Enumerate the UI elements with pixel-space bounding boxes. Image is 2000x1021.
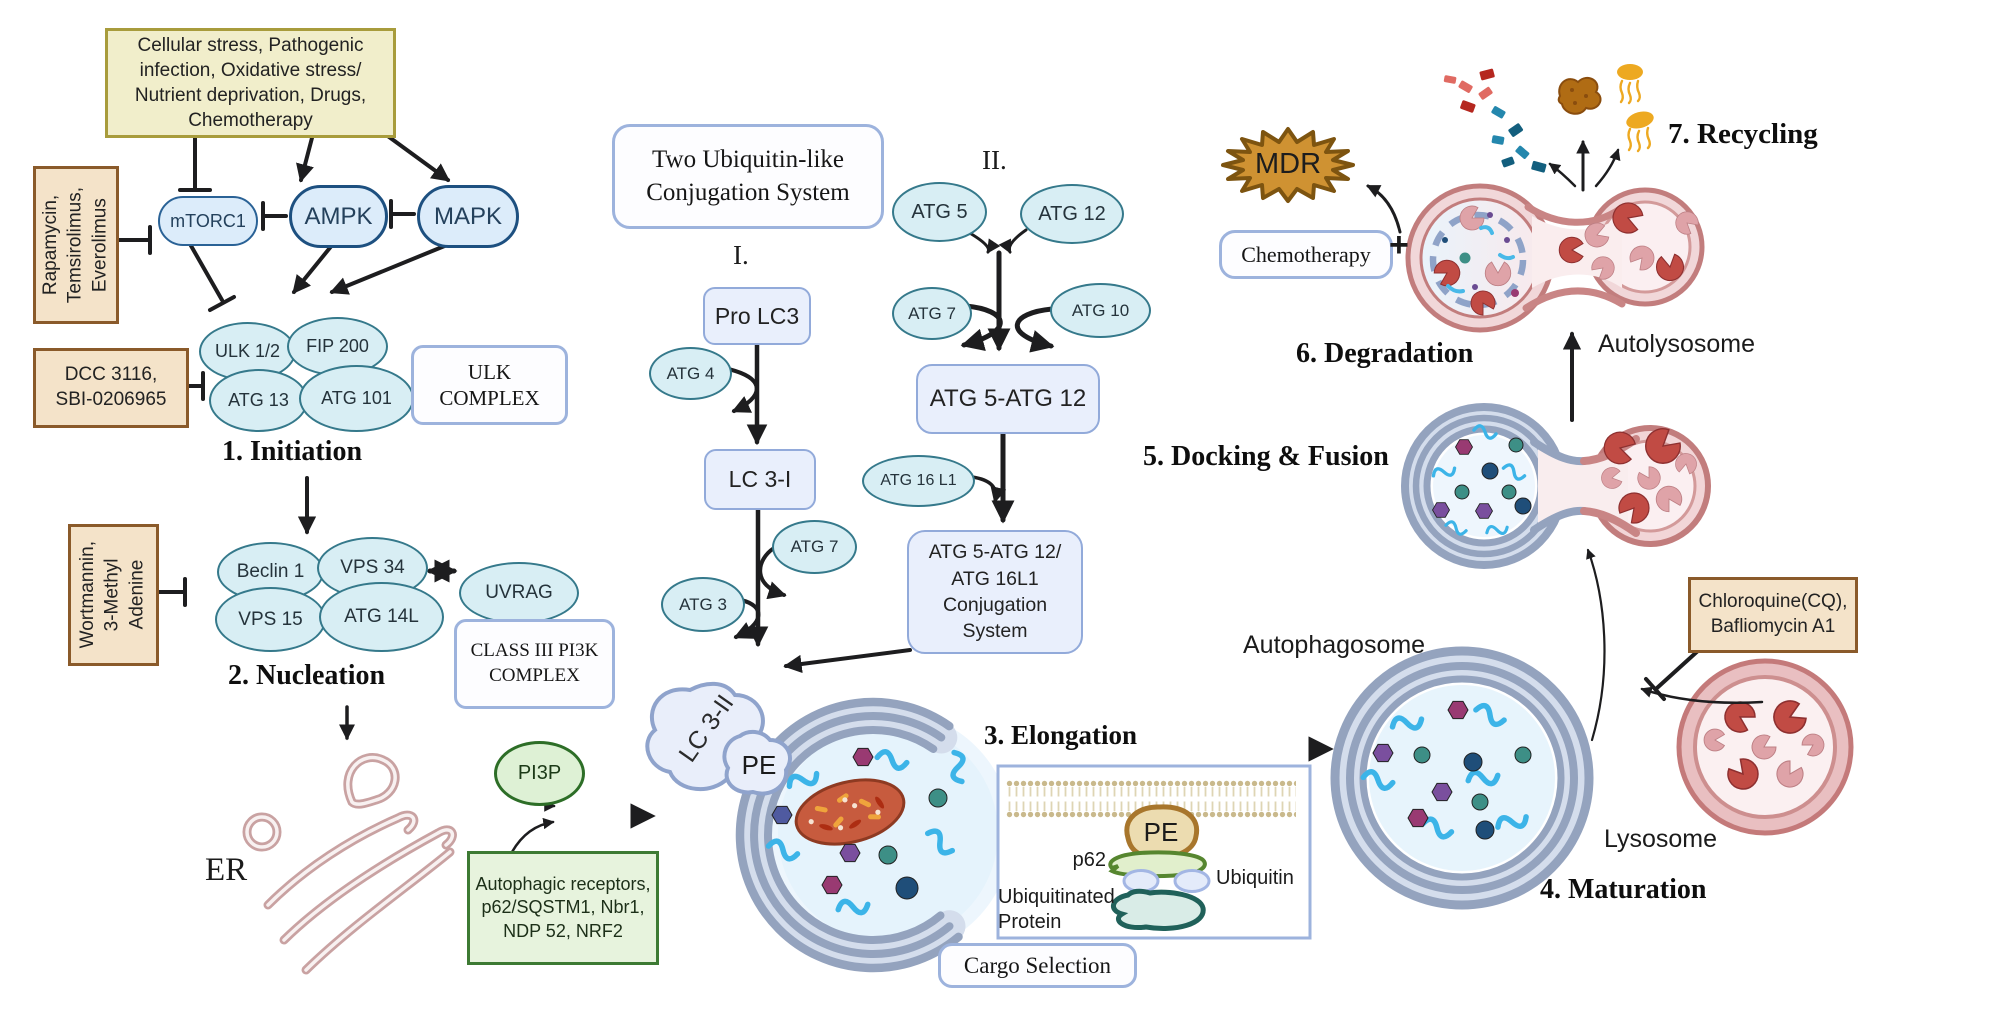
class3-pi3k-box: CLASS III PI3K COMPLEX (454, 619, 615, 709)
cargo-selection-inset (996, 764, 1312, 940)
node-atg5: ATG 5 (892, 182, 987, 242)
maturation-flow-arrows (1366, 139, 1764, 742)
sugar-icons (1491, 106, 1547, 173)
pe-blob (722, 729, 792, 796)
recycled-nutrients-icons (1443, 64, 1654, 173)
node-mtorc1: mTORC1 (158, 196, 258, 246)
conjugation-system-box: ATG 5-ATG 12/ ATG 16L1 Conjugation Syste… (907, 530, 1083, 654)
stage-5-docking-fusion: 5. Docking & Fusion (1143, 441, 1389, 472)
autophagosome-illustration (1330, 646, 1594, 910)
er-label: ER (205, 852, 248, 888)
autolysosome-illustration (1405, 183, 1705, 333)
node-atg7-path2: ATG 7 (892, 287, 972, 340)
amino-acid-icons (1443, 68, 1495, 113)
er-illustration (242, 753, 457, 975)
protein-blob-icon (1557, 76, 1602, 115)
cargo-particle-icons (771, 747, 948, 900)
lipid-icons (1617, 64, 1654, 153)
lysosome-illustration (1676, 658, 1854, 836)
wortmannin-inhibitor-box: Wortmannin, 3-Methyl Adenine (68, 524, 159, 666)
mdr-label: MDR (1254, 147, 1322, 180)
ubiquitinated-protein-label: Ubiquitinated Protein (998, 886, 1115, 933)
stage-3-elongation: 3. Elongation (984, 720, 1138, 750)
ubiquitin-icons (1122, 869, 1211, 893)
node-atg14l: ATG 14L (319, 582, 444, 652)
conjugation-title-box: Two Ubiquitin-like Conjugation System (612, 124, 884, 229)
ubiquitin-label: Ubiquitin (1216, 867, 1294, 889)
plus-sign: + (1389, 226, 1409, 264)
stage-7-recycling: 7. Recycling (1668, 118, 1818, 150)
node-atg101: ATG 101 (299, 365, 414, 432)
node-atg3: ATG 3 (661, 577, 745, 632)
node-ampk: AMPK (289, 185, 388, 248)
node-atg10: ATG 10 (1050, 283, 1151, 338)
mitochondrion-icon (794, 778, 906, 846)
stage-1-initiation: 1. Initiation (222, 436, 363, 467)
cargo-selection-box: Cargo Selection (938, 943, 1137, 988)
chemotherapy-box: Chemotherapy (1219, 230, 1393, 279)
node-pi3p: PI3P (494, 741, 585, 806)
node-pro-lc3: Pro LC3 (703, 287, 811, 345)
rapamycin-inhibitor-box: Rapamycin, Temsirolimus, Everolimus (33, 166, 119, 324)
numeral-2: II. (982, 145, 1007, 175)
docking-fusion-illustration (1401, 403, 1711, 569)
mdr-starburst-icon (1221, 127, 1355, 203)
pe-label: PE (741, 749, 777, 780)
wortmannin-inhibitor-label: Wortmannin, 3-Methyl Adenine (77, 541, 148, 649)
lc3ii-pe-blobs (645, 681, 792, 796)
autolysosome-label: Autolysosome (1598, 330, 1756, 358)
stage-2-nucleation: 2. Nucleation (228, 660, 386, 691)
node-atg13: ATG 13 (209, 369, 308, 432)
stage-4-maturation: 4. Maturation (1540, 874, 1707, 905)
node-atg12: ATG 12 (1020, 184, 1124, 244)
cargo-pe-label: PE (1143, 816, 1179, 847)
numeral-1: I. (733, 240, 749, 270)
node-atg5-atg12: ATG 5-ATG 12 (916, 364, 1100, 434)
chloroquine-inhibitor-box: Chloroquine(CQ), Bafliomycin A1 (1688, 577, 1858, 653)
node-uvrag: UVRAG (459, 562, 579, 624)
signalling-arrows (114, 132, 458, 741)
node-atg7-path1: ATG 7 (772, 520, 857, 574)
node-vps15: VPS 15 (215, 587, 326, 652)
stage-6-degradation: 6. Degradation (1296, 338, 1474, 369)
autophagic-receptors-box: Autophagic receptors, p62/SQSTM1, Nbr1, … (467, 851, 659, 965)
degrading-membrane-icon (1429, 211, 1527, 309)
degraded-bits-icons (1442, 212, 1519, 297)
node-mapk: MAPK (417, 185, 519, 248)
autophagosome-label: Autophagosome (1243, 631, 1426, 659)
node-atg16l1: ATG 16 L1 (862, 455, 975, 507)
node-lc3-i: LC 3-I (704, 449, 816, 510)
rapamycin-inhibitor-label: Rapamycin, Temsirolimus, Everolimus (39, 186, 111, 304)
ubiquitinated-protein-icon (1111, 888, 1206, 931)
lysosome-label: Lysosome (1604, 825, 1718, 853)
ulk-complex-box: ULK COMPLEX (411, 345, 568, 425)
phagophore-illustration (735, 697, 1012, 973)
conjugation-arrows (722, 228, 1055, 674)
node-atg4: ATG 4 (649, 347, 732, 400)
dcc-inhibitor-box: DCC 3116, SBI-0206965 (33, 348, 189, 428)
p62-label: p62 (1072, 849, 1106, 871)
stimuli-box: Cellular stress, Pathogenic infection, O… (105, 28, 396, 138)
